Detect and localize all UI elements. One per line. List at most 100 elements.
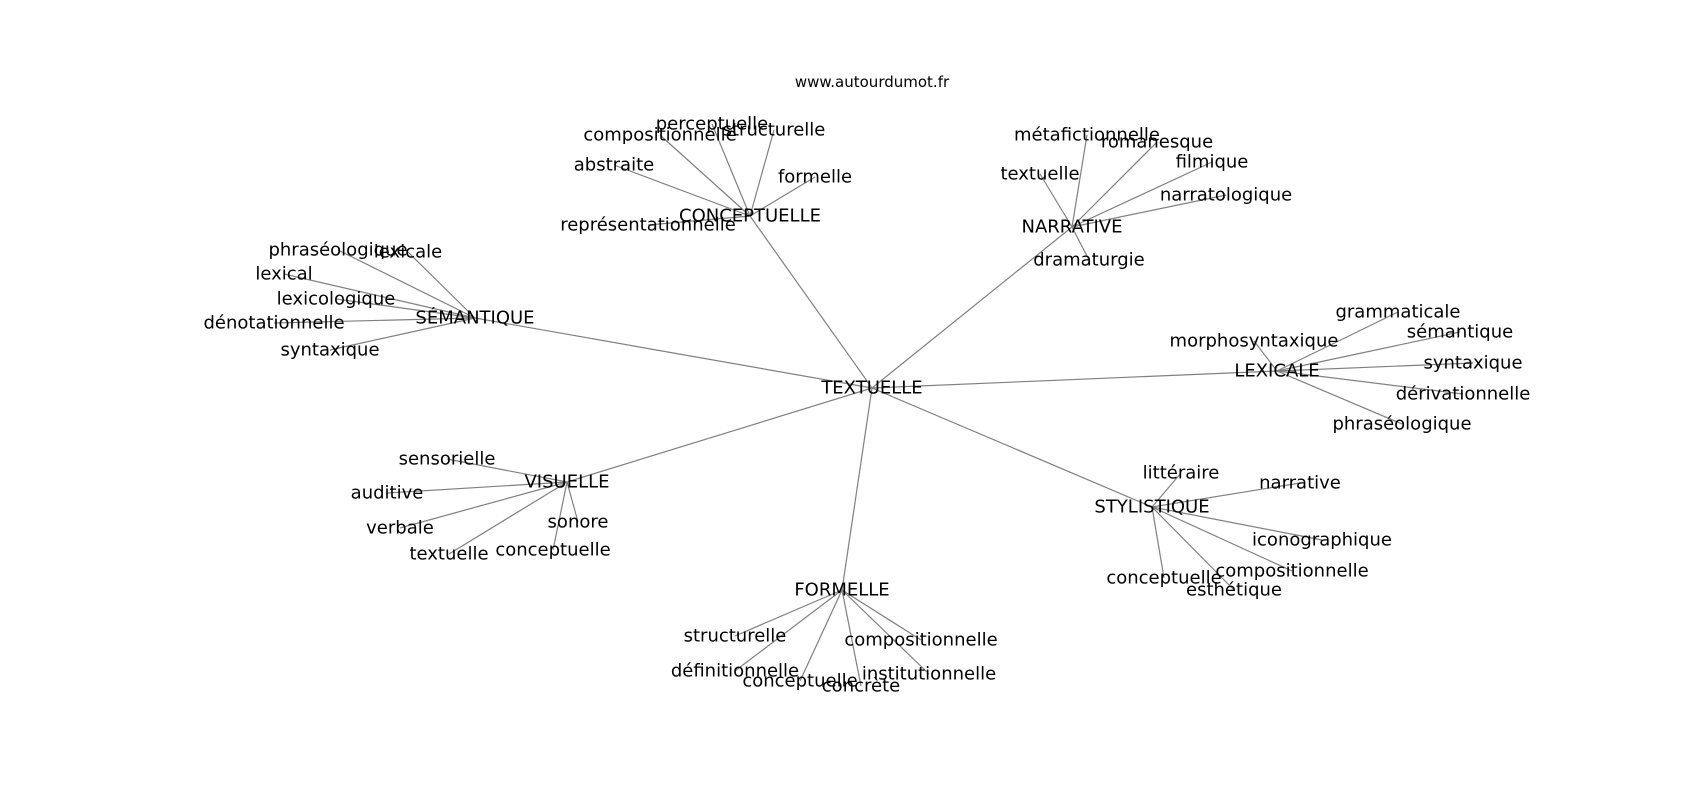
edge-category-to-leaf <box>749 129 775 217</box>
edge-category-to-leaf <box>552 481 568 551</box>
edge-category-to-leaf <box>386 481 568 494</box>
leaf-node-label: compositionnelle <box>583 125 736 146</box>
edge-category-to-leaf <box>1071 226 1090 261</box>
leaf-node-label: littéraire <box>1143 463 1220 484</box>
edge-category-to-leaf <box>841 589 862 687</box>
edge-category-to-leaf <box>1071 141 1158 228</box>
leaf-node-label: lexicologique <box>277 289 396 310</box>
leaf-node-label: institutionnelle <box>862 664 996 685</box>
leaf-node-label: narrative <box>1259 473 1341 494</box>
edge-center-to-category <box>871 226 1073 389</box>
leaf-node-label: auditive <box>351 483 424 504</box>
leaf-node-label: conceptuelle <box>742 671 857 692</box>
edge-category-to-leaf <box>1151 506 1165 579</box>
leaf-node-label: conceptuelle <box>495 540 610 561</box>
leaf-node-label: narratologique <box>1160 185 1292 206</box>
leaf-node-label: lexical <box>255 264 312 285</box>
leaf-node-label: lexicale <box>374 242 442 263</box>
edge-category-to-leaf <box>1151 506 1235 591</box>
leaf-node-label: formelle <box>778 167 852 188</box>
leaf-node-label: phraséologique <box>1332 414 1471 435</box>
edge-category-to-leaf <box>1151 472 1182 508</box>
edge-category-to-leaf <box>1253 340 1278 372</box>
edge-center-to-category <box>474 317 873 389</box>
leaf-node-label: sensorielle <box>399 449 496 470</box>
leaf-node-label: sonore <box>548 512 609 533</box>
watermark-text: www.autourdumot.fr <box>795 73 950 91</box>
edge-category-to-leaf <box>1151 506 1323 541</box>
edge-category-to-leaf <box>283 273 476 319</box>
leaf-node-label: textuelle <box>1000 164 1079 185</box>
leaf-node-label: métafictionnelle <box>1014 125 1160 146</box>
leaf-node-label: dérivationnelle <box>1396 384 1531 405</box>
leaf-node-label: verbale <box>366 518 434 539</box>
edge-category-to-leaf <box>711 123 751 217</box>
edge-category-to-leaf <box>1071 134 1088 228</box>
leaf-node-label: perceptuelle <box>656 114 769 135</box>
edge-category-to-leaf <box>841 589 922 641</box>
edge-category-to-leaf <box>335 298 476 319</box>
edge-category-to-leaf <box>799 589 843 682</box>
edge-center-to-category <box>871 387 1153 508</box>
edge-category-to-leaf <box>734 589 843 637</box>
leaf-node-label: textuelle <box>409 544 488 565</box>
category-node-label: NARRATIVE <box>1022 217 1123 238</box>
edge-category-to-leaf <box>841 589 930 675</box>
leaf-node-label: syntaxique <box>1423 353 1522 374</box>
edge-center-to-category <box>841 387 873 591</box>
edge-category-to-leaf <box>1151 482 1301 508</box>
edge-category-to-leaf <box>749 176 816 217</box>
edge-category-to-leaf <box>337 249 476 319</box>
leaf-node-label: dramaturgie <box>1033 250 1144 271</box>
edge-category-to-leaf <box>273 317 476 324</box>
leaf-node-label: compositionnelle <box>1215 561 1368 582</box>
leaf-node-label: concrète <box>822 676 900 697</box>
edge-category-to-leaf <box>1039 173 1073 228</box>
edge-category-to-leaf <box>399 481 568 529</box>
leaf-node-label: structurelle <box>723 120 826 141</box>
edge-category-to-leaf <box>329 317 476 351</box>
leaf-node-label: grammaticale <box>1335 302 1460 323</box>
edge-category-to-leaf <box>1276 362 1474 372</box>
edge-category-to-leaf <box>407 251 476 319</box>
leaf-node-label: définitionnelle <box>671 661 799 682</box>
edge-category-to-leaf <box>1276 370 1464 395</box>
edge-category-to-leaf <box>734 589 843 672</box>
leaf-node-label: abstraite <box>574 155 654 176</box>
edge-category-to-leaf <box>1276 331 1461 372</box>
edge-category-to-leaf <box>1071 161 1213 228</box>
category-node-label: VISUELLE <box>524 472 609 493</box>
edge-category-to-leaf <box>1276 370 1403 425</box>
leaf-node-label: dénotationnelle <box>203 313 344 334</box>
edge-category-to-leaf <box>647 215 751 226</box>
edge-center-to-category <box>749 215 873 389</box>
category-node-label: LEXICALE <box>1234 361 1319 382</box>
leaf-node-label: compositionnelle <box>844 630 997 651</box>
leaf-node-label: conceptuelle <box>1106 568 1221 589</box>
category-node-label: SÉMANTIQUE <box>415 307 534 329</box>
edge-category-to-leaf <box>613 164 751 217</box>
leaf-node-label: syntaxique <box>280 340 379 361</box>
leaf-node-label: morphosyntaxique <box>1170 331 1339 352</box>
leaf-node-label: structurelle <box>684 626 787 647</box>
edge-category-to-leaf <box>1276 311 1399 372</box>
edge-category-to-leaf <box>1151 506 1293 572</box>
leaf-node-label: phraséologique <box>268 240 407 261</box>
leaf-node-label: représentationnelle <box>560 215 736 236</box>
category-node-label: STYLISTIQUE <box>1094 497 1209 518</box>
edge-category-to-leaf <box>1071 194 1227 228</box>
category-node-label: FORMELLE <box>794 580 889 601</box>
leaf-node-label: iconographique <box>1252 530 1392 551</box>
edge-center-to-category <box>566 387 873 483</box>
category-node-label: CONCEPTUELLE <box>679 206 821 227</box>
leaf-node-label: romanesque <box>1101 132 1213 153</box>
leaf-node-label: esthétique <box>1186 580 1282 601</box>
edges-layer <box>273 123 1474 687</box>
edge-center-to-category <box>871 370 1278 389</box>
edge-category-to-leaf <box>448 481 568 555</box>
center-node-label: TEXTUELLE <box>820 378 922 399</box>
edge-category-to-leaf <box>659 134 751 217</box>
leaf-node-label: filmique <box>1176 152 1249 173</box>
